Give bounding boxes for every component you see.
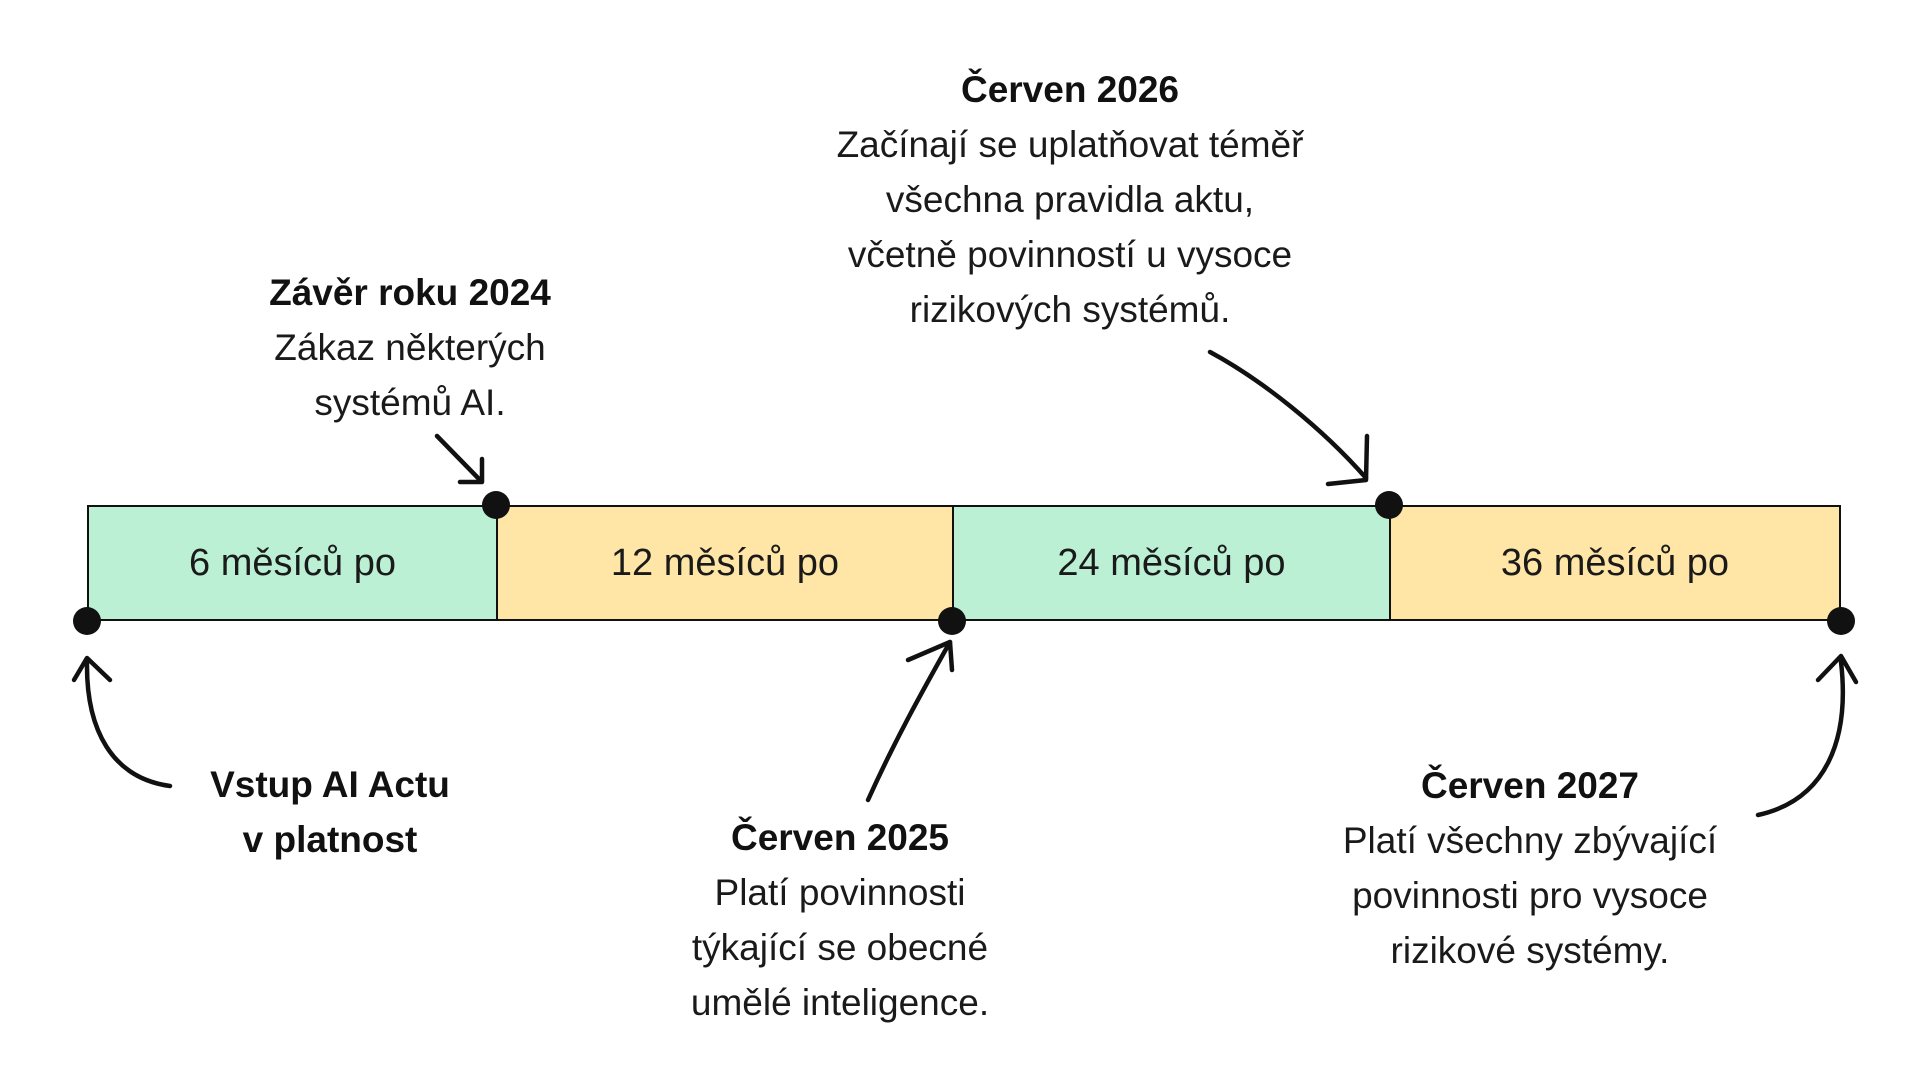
milestone-june-2027: Červen 2027 Platí všechny zbývající povi… [1300, 758, 1760, 978]
arrow-june-2025-head-icon [905, 639, 955, 673]
arrow-june-2026-head-icon [1325, 433, 1370, 487]
arrow-june-2026-icon [1207, 349, 1369, 481]
milestone-heading: Vstup AI Actu v platnost [210, 764, 450, 860]
milestone-entry: Vstup AI Actu v platnost [160, 757, 500, 867]
segment-label: 6 měsíců po [189, 541, 396, 584]
milestone-end-2024: Závěr roku 2024 Zákaz některých systémů … [210, 265, 610, 430]
segment-24-months: 24 měsíců po [952, 505, 1389, 621]
arrow-entry-head-icon [71, 655, 113, 683]
arrow-june-2027-icon [1755, 659, 1846, 818]
milestone-text: Platí všechny zbývající povinnosti pro v… [1342, 820, 1718, 971]
milestone-june-2025: Červen 2025 Platí povinnosti týkající se… [640, 810, 1040, 1030]
milestone-heading: Závěr roku 2024 [269, 272, 551, 313]
milestone-heading: Červen 2027 [1420, 765, 1640, 806]
arrow-june-2025-icon [865, 639, 953, 803]
segment-label: 24 měsíců po [1057, 541, 1286, 584]
arrow-entry-icon [84, 659, 173, 789]
segment-12-months: 12 měsíců po [496, 505, 952, 621]
arrow-june-2027-head-icon [1815, 653, 1859, 685]
milestone-heading: Červen 2025 [730, 817, 950, 858]
milestone-june-2026: Červen 2026 Začínají se uplatňovat téměř… [770, 62, 1370, 337]
segment-6-months: 6 měsíců po [87, 505, 496, 621]
arrow-end-2024-head-icon [457, 456, 485, 485]
segment-label: 12 měsíců po [610, 541, 840, 584]
segment-label: 36 měsíců po [1500, 541, 1730, 584]
milestone-heading: Červen 2026 [960, 69, 1180, 110]
milestone-text: Platí povinnosti týkající se obecné uměl… [690, 872, 990, 1023]
arrow-end-2024-icon [434, 433, 483, 483]
milestone-text: Začínají se uplatňovat téměř všechna pra… [836, 124, 1304, 330]
segment-36-months: 36 měsíců po [1389, 505, 1841, 621]
milestone-text: Zákaz některých systémů AI. [274, 327, 546, 423]
